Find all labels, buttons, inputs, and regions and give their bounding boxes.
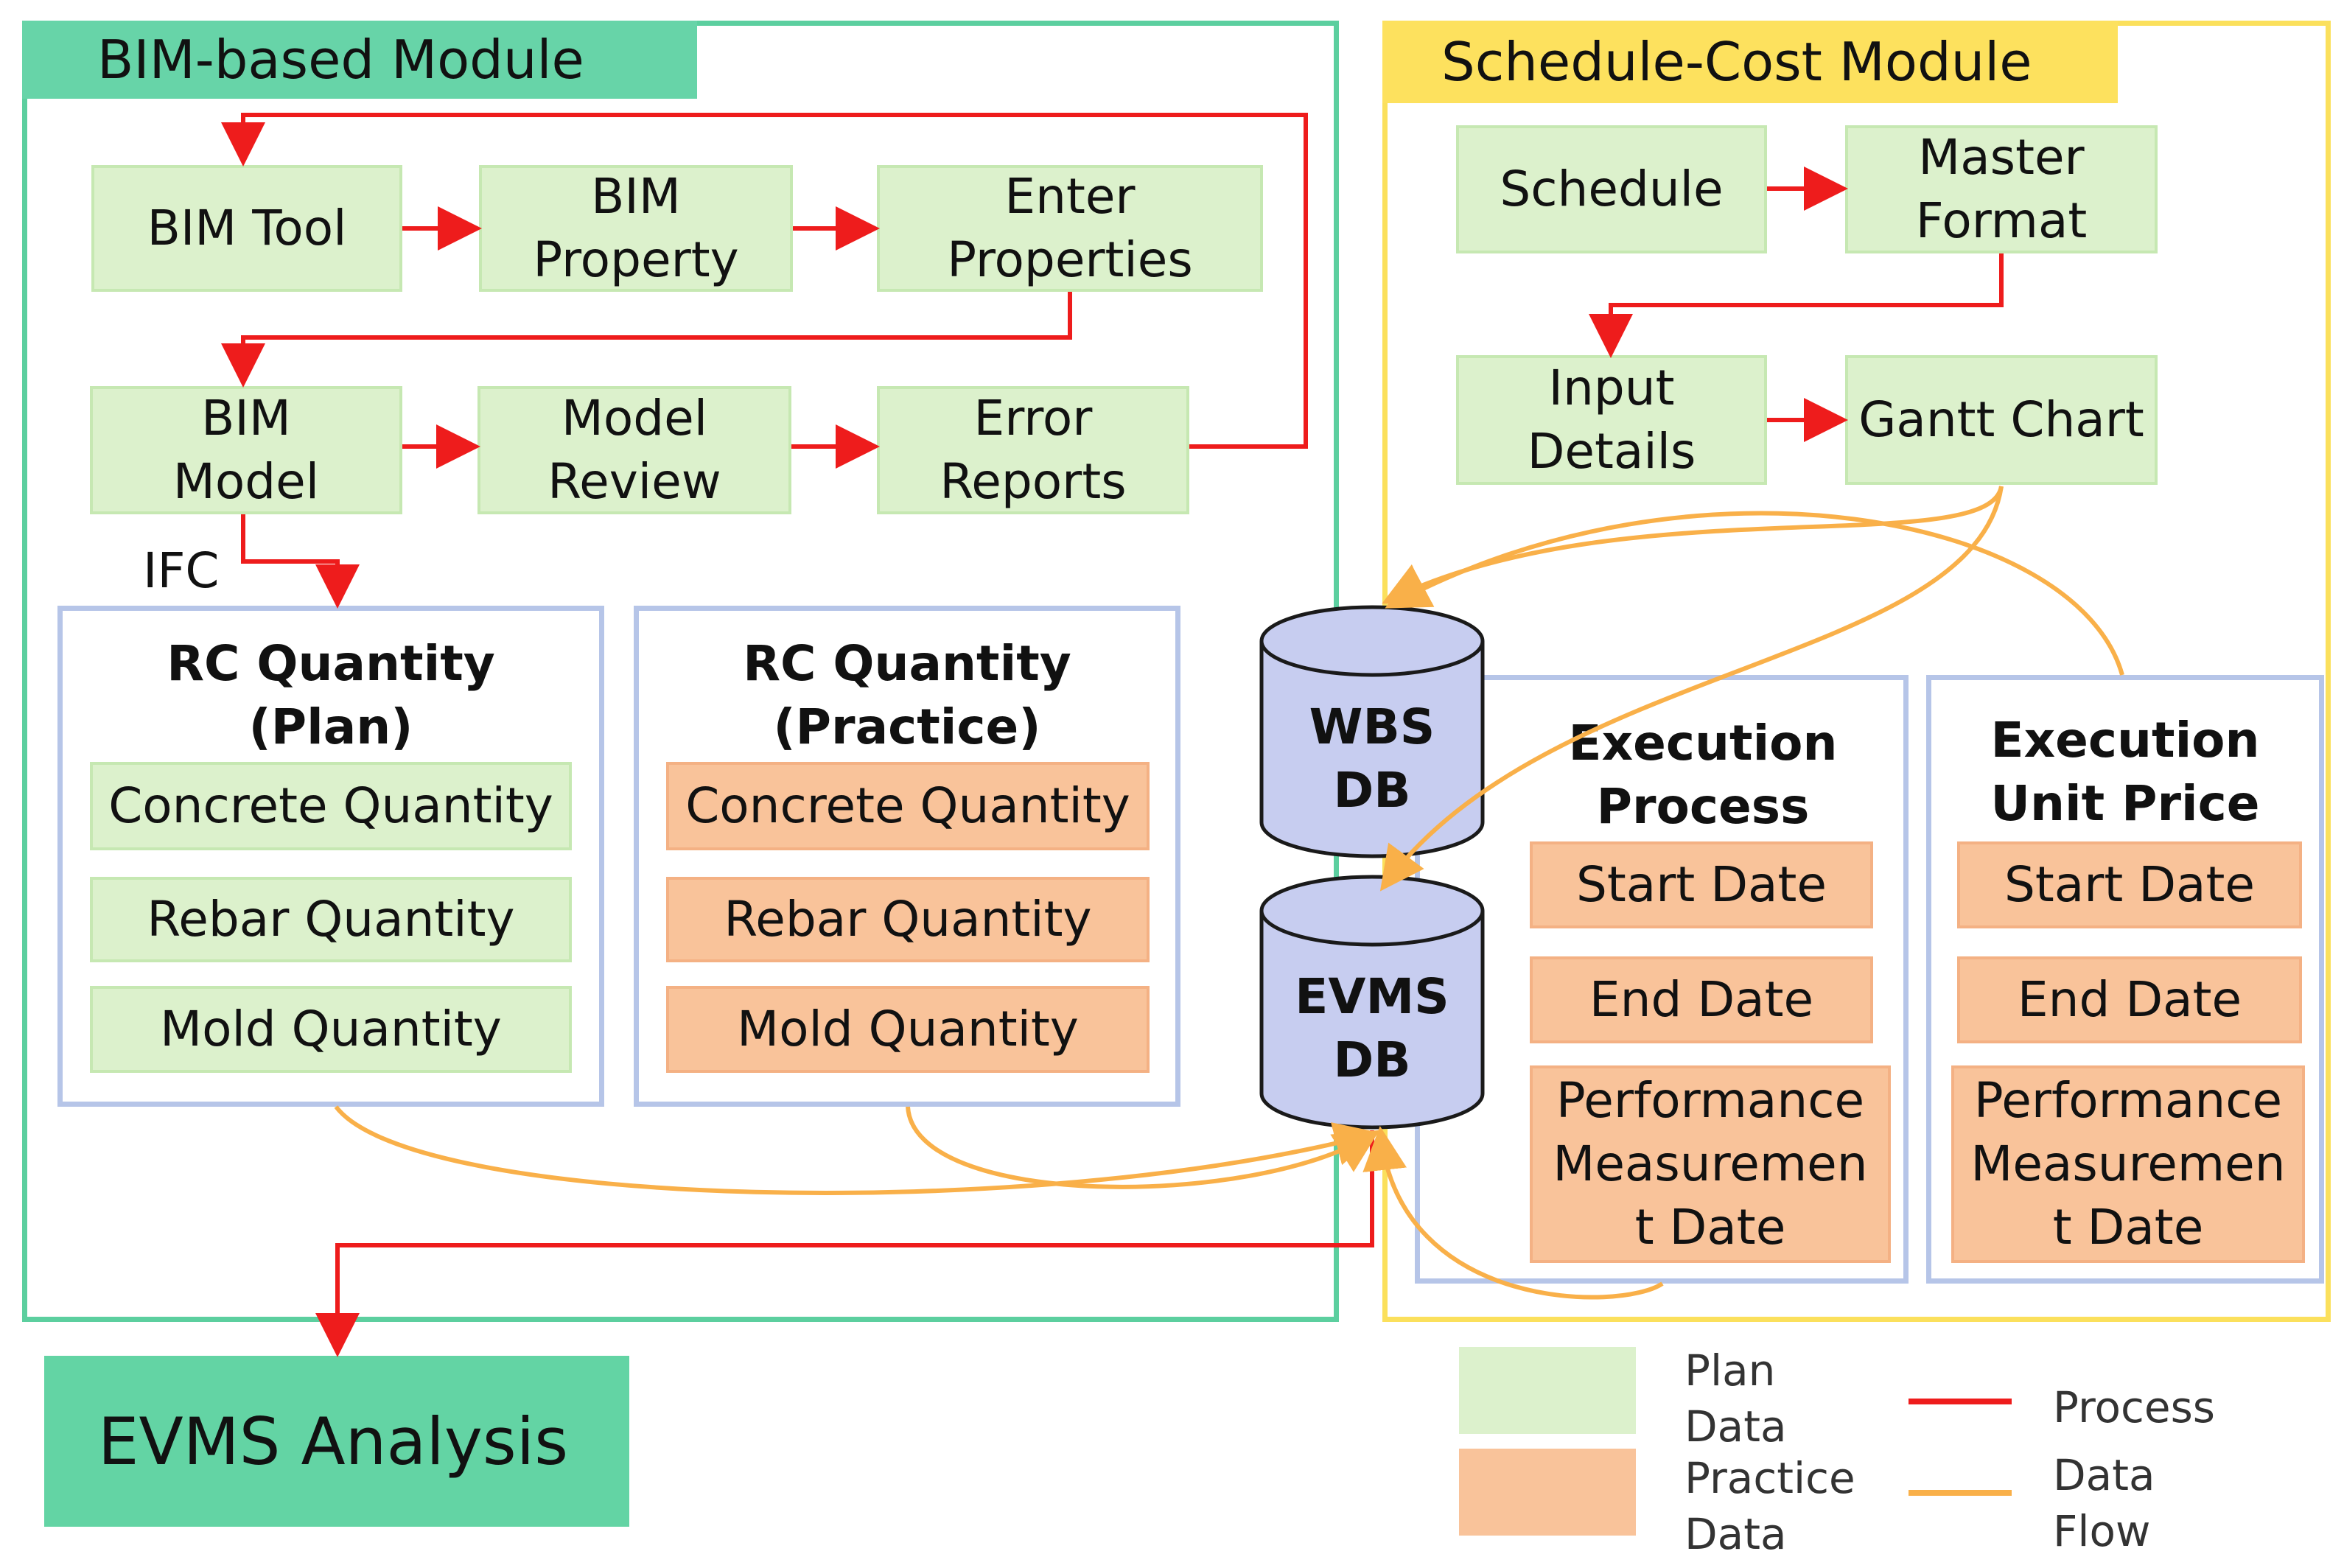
plan-rebar-quantity: Rebar Quantity: [90, 877, 572, 962]
gantt-chart-box: Gantt Chart: [1845, 355, 2158, 485]
bim-property-box: BIM Property: [479, 165, 793, 292]
plan-mold-quantity: Mold Quantity: [90, 986, 572, 1073]
flow-gantt-to-wbs: [1382, 486, 2004, 604]
master-format-box: Master Format: [1845, 125, 2158, 253]
model-review-box: Model Review: [477, 386, 791, 514]
bim-model-box: BIM Model: [90, 386, 402, 514]
flow-rc-plan-to-evms: [334, 1105, 1379, 1195]
legend-data-flow-label: Data Flow: [2053, 1450, 2155, 1556]
error-reports-box: Error Reports: [877, 386, 1189, 514]
practice-rebar-quantity: Rebar Quantity: [666, 877, 1150, 962]
process-arrows: [221, 113, 2012, 1404]
execution-process-title: Execution Process: [1568, 715, 1838, 835]
legend-practice-swatch: [1459, 1449, 1636, 1536]
flow-unit-price-to-wbs: [1385, 511, 2124, 676]
data-flow-arrows: [334, 486, 2124, 1496]
exec-price-end-date: End Date: [1957, 956, 2302, 1043]
flow-gantt-to-evms: [1379, 486, 2004, 892]
exec-process-start-date: Start Date: [1530, 841, 1873, 928]
execution-unit-price-title: Execution Unit Price: [1990, 712, 2260, 832]
flow-rc-practice-to-evms: [906, 1106, 1380, 1189]
bim-tool-box: BIM Tool: [91, 165, 402, 292]
exec-price-start-date: Start Date: [1957, 841, 2302, 928]
rc-quantity-practice-title: RC Quantity (Practice): [743, 635, 1071, 755]
exec-process-performance-date: Performance Measuremen t Date: [1530, 1065, 1891, 1263]
ifc-label: IFC: [143, 542, 220, 599]
flow-execution-to-evms: [1362, 1126, 1664, 1300]
input-details-box: Input Details: [1456, 355, 1767, 485]
arrow-masterformat-to-input: [1589, 253, 2004, 358]
evms-db-label: EVMS DB: [1295, 968, 1449, 1088]
exec-process-end-date: End Date: [1530, 956, 1873, 1043]
bim-module-title: BIM-based Module: [22, 21, 697, 99]
evms-db-cylinder: [1259, 875, 1485, 1130]
legend-practice-label: Practice Data: [1684, 1453, 1855, 1559]
practice-mold-quantity: Mold Quantity: [666, 986, 1150, 1073]
rc-quantity-plan-title: RC Quantity (Plan): [167, 635, 495, 755]
legend-plan-label: Plan Data: [1684, 1345, 1787, 1452]
schedule-cost-module-title: Schedule-Cost Module: [1382, 21, 2118, 103]
wbs-db-cylinder: [1259, 605, 1485, 858]
arrow-errors-loop-to-bim-tool: [221, 113, 1308, 449]
enter-properties-box: Enter Properties: [877, 165, 1263, 292]
arrow-model-to-rc-plan: [241, 514, 360, 609]
schedule-box: Schedule: [1456, 125, 1767, 253]
wbs-db-label: WBS DB: [1309, 699, 1435, 819]
exec-price-performance-date: Performance Measuremen t Date: [1951, 1065, 2305, 1263]
arrow-enter-to-model: [221, 292, 1072, 388]
evms-analysis-box: EVMS Analysis: [44, 1356, 629, 1527]
legend-process-label: Process: [2053, 1382, 2216, 1432]
plan-concrete-quantity: Concrete Quantity: [90, 762, 572, 850]
arrow-evms-db-to-analysis: [315, 1130, 1374, 1357]
legend-plan-swatch: [1459, 1347, 1636, 1434]
practice-concrete-quantity: Concrete Quantity: [666, 762, 1150, 850]
